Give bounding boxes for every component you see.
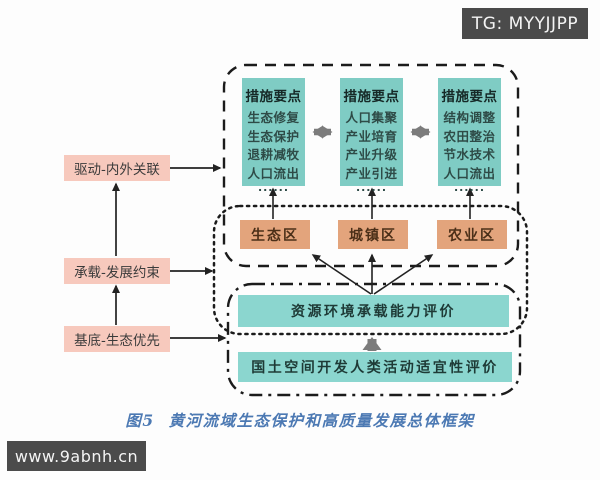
measure-item: 农田整治 bbox=[443, 128, 496, 144]
measure-ellipsis: ...... bbox=[355, 181, 388, 194]
measure-item: 产业引进 bbox=[345, 165, 398, 181]
arrow-capacity-to-agrizone bbox=[373, 254, 434, 295]
driver-box-internal-external: 驱动-内外关联 bbox=[64, 155, 170, 181]
measures-box-agriculture: 措施要点 结构调整 农田整治 节水技术 人口流出 ...... bbox=[438, 78, 501, 193]
watermark-bottom-left: www.9abnh.cn bbox=[7, 441, 146, 471]
measures-title: 措施要点 bbox=[441, 89, 498, 105]
zone-box-agricultural: 农业区 bbox=[437, 220, 507, 249]
capacity-evaluation-box: 资源环境承载能力评价 bbox=[238, 295, 509, 327]
measure-item: 退耕减牧 bbox=[247, 147, 300, 162]
figure-title: 黄河流域生态保护和高质量发展总体框架 bbox=[168, 411, 475, 430]
arrow-capacity-to-ecozone bbox=[311, 254, 372, 295]
driver-box-development-constraint: 承载-发展约束 bbox=[64, 258, 170, 284]
zone-box-ecological: 生态区 bbox=[240, 220, 310, 249]
measures-title: 措施要点 bbox=[245, 89, 302, 105]
measures-box-ecology: 措施要点 生态修复 生态保护 退耕减牧 人口流出 ...... bbox=[242, 78, 305, 193]
measure-item: 人口集聚 bbox=[345, 110, 398, 125]
measure-item: 产业升级 bbox=[345, 147, 398, 162]
measure-item: 产业培育 bbox=[345, 128, 398, 144]
measure-item: 生态保护 bbox=[247, 128, 300, 144]
measure-item: 生态修复 bbox=[247, 110, 300, 125]
measure-item: 人口流出 bbox=[247, 165, 300, 181]
figure-number: 图5 bbox=[125, 411, 155, 430]
measure-ellipsis: ...... bbox=[453, 181, 486, 194]
watermark-top-right: TG: MYYJJPP bbox=[462, 8, 588, 39]
measure-item: 节水技术 bbox=[443, 147, 496, 162]
measure-ellipsis: ...... bbox=[257, 181, 290, 194]
figure-caption: 图5 黄河流域生态保护和高质量发展总体框架 bbox=[0, 409, 600, 431]
driver-box-ecology-priority: 基底-生态优先 bbox=[64, 326, 170, 352]
measure-item: 结构调整 bbox=[443, 110, 496, 125]
suitability-evaluation-box: 国土空间开发人类活动适宜性评价 bbox=[238, 352, 512, 382]
measures-title: 措施要点 bbox=[343, 89, 400, 105]
zone-box-urban: 城镇区 bbox=[338, 220, 408, 249]
measures-box-urban: 措施要点 人口集聚 产业培育 产业升级 产业引进 ...... bbox=[340, 78, 403, 193]
measure-item: 人口流出 bbox=[443, 165, 496, 181]
